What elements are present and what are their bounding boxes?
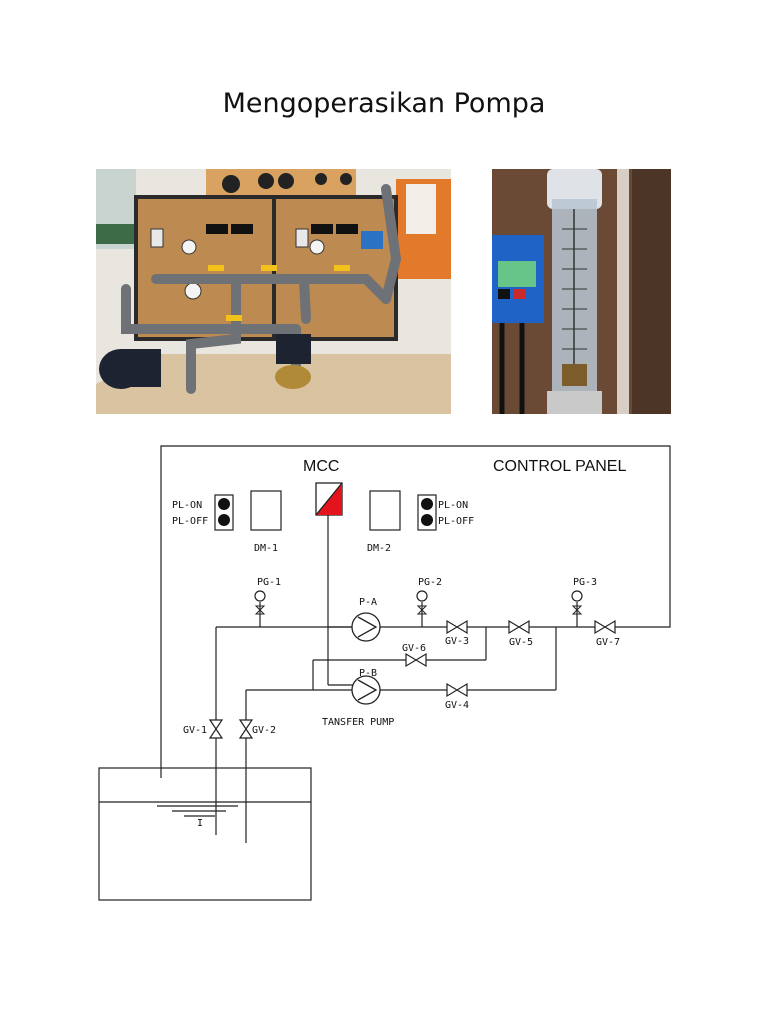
pg1-label: PG-1	[257, 577, 281, 588]
gv3-label: GV-3	[445, 636, 469, 647]
dm1-box	[250, 490, 282, 531]
gv4-label: GV-4	[445, 700, 469, 711]
gv7-label: GV-7	[596, 637, 620, 648]
pl-off-lamp-icon	[421, 514, 433, 526]
flowmeter-photo	[492, 169, 671, 414]
left-pl-off-label: PL-OFF	[172, 516, 208, 527]
control-panel-boundary	[160, 445, 671, 778]
gv2-valve-icon	[238, 719, 254, 739]
gv6-label: GV-6	[402, 643, 426, 654]
right-pl-off-label: PL-OFF	[438, 516, 474, 527]
gv5-valve-icon	[508, 619, 530, 635]
pa-label: P-A	[359, 597, 377, 608]
dm2-box	[369, 490, 401, 531]
gv4-valve-icon	[446, 682, 468, 698]
pg2-valve-icon	[416, 605, 428, 615]
right-pilot-lamps	[417, 494, 437, 531]
dm2-label: DM-2	[367, 543, 391, 554]
gv2-label: GV-2	[252, 725, 276, 736]
gv5-label: GV-5	[509, 637, 533, 648]
left-pl-on-label: PL-ON	[172, 500, 202, 511]
pl-on-lamp-icon	[421, 498, 433, 510]
left-pilot-lamps	[214, 494, 234, 531]
pump-a-icon	[351, 612, 381, 642]
pb-label: P-B	[359, 668, 377, 679]
pg1-valve-icon	[254, 605, 266, 615]
tank	[98, 767, 312, 901]
pg3-valve-icon	[571, 605, 583, 615]
right-pl-on-label: PL-ON	[438, 500, 468, 511]
tank-level-mark: I	[197, 818, 203, 829]
pg2-label: PG-2	[418, 577, 442, 588]
pump-caption: TANSFER PUMP	[322, 717, 394, 728]
pl-on-lamp-icon	[218, 498, 230, 510]
page-title: Mengoperasikan Pompa	[222, 88, 546, 119]
control-panel-label: CONTROL PANEL	[493, 458, 626, 475]
gv7-valve-icon	[594, 619, 616, 635]
gv3-valve-icon	[446, 619, 468, 635]
gv1-valve-icon	[208, 719, 224, 739]
gv1-label: GV-1	[183, 725, 207, 736]
dm1-label: DM-1	[254, 543, 278, 554]
pl-off-lamp-icon	[218, 514, 230, 526]
mcc-label: MCC	[303, 458, 339, 475]
mcc-icon	[315, 482, 343, 516]
pump-trainer-photo	[96, 169, 451, 414]
pg3-label: PG-3	[573, 577, 597, 588]
pump-b-icon	[351, 675, 381, 705]
gv6-valve-icon	[405, 652, 427, 668]
